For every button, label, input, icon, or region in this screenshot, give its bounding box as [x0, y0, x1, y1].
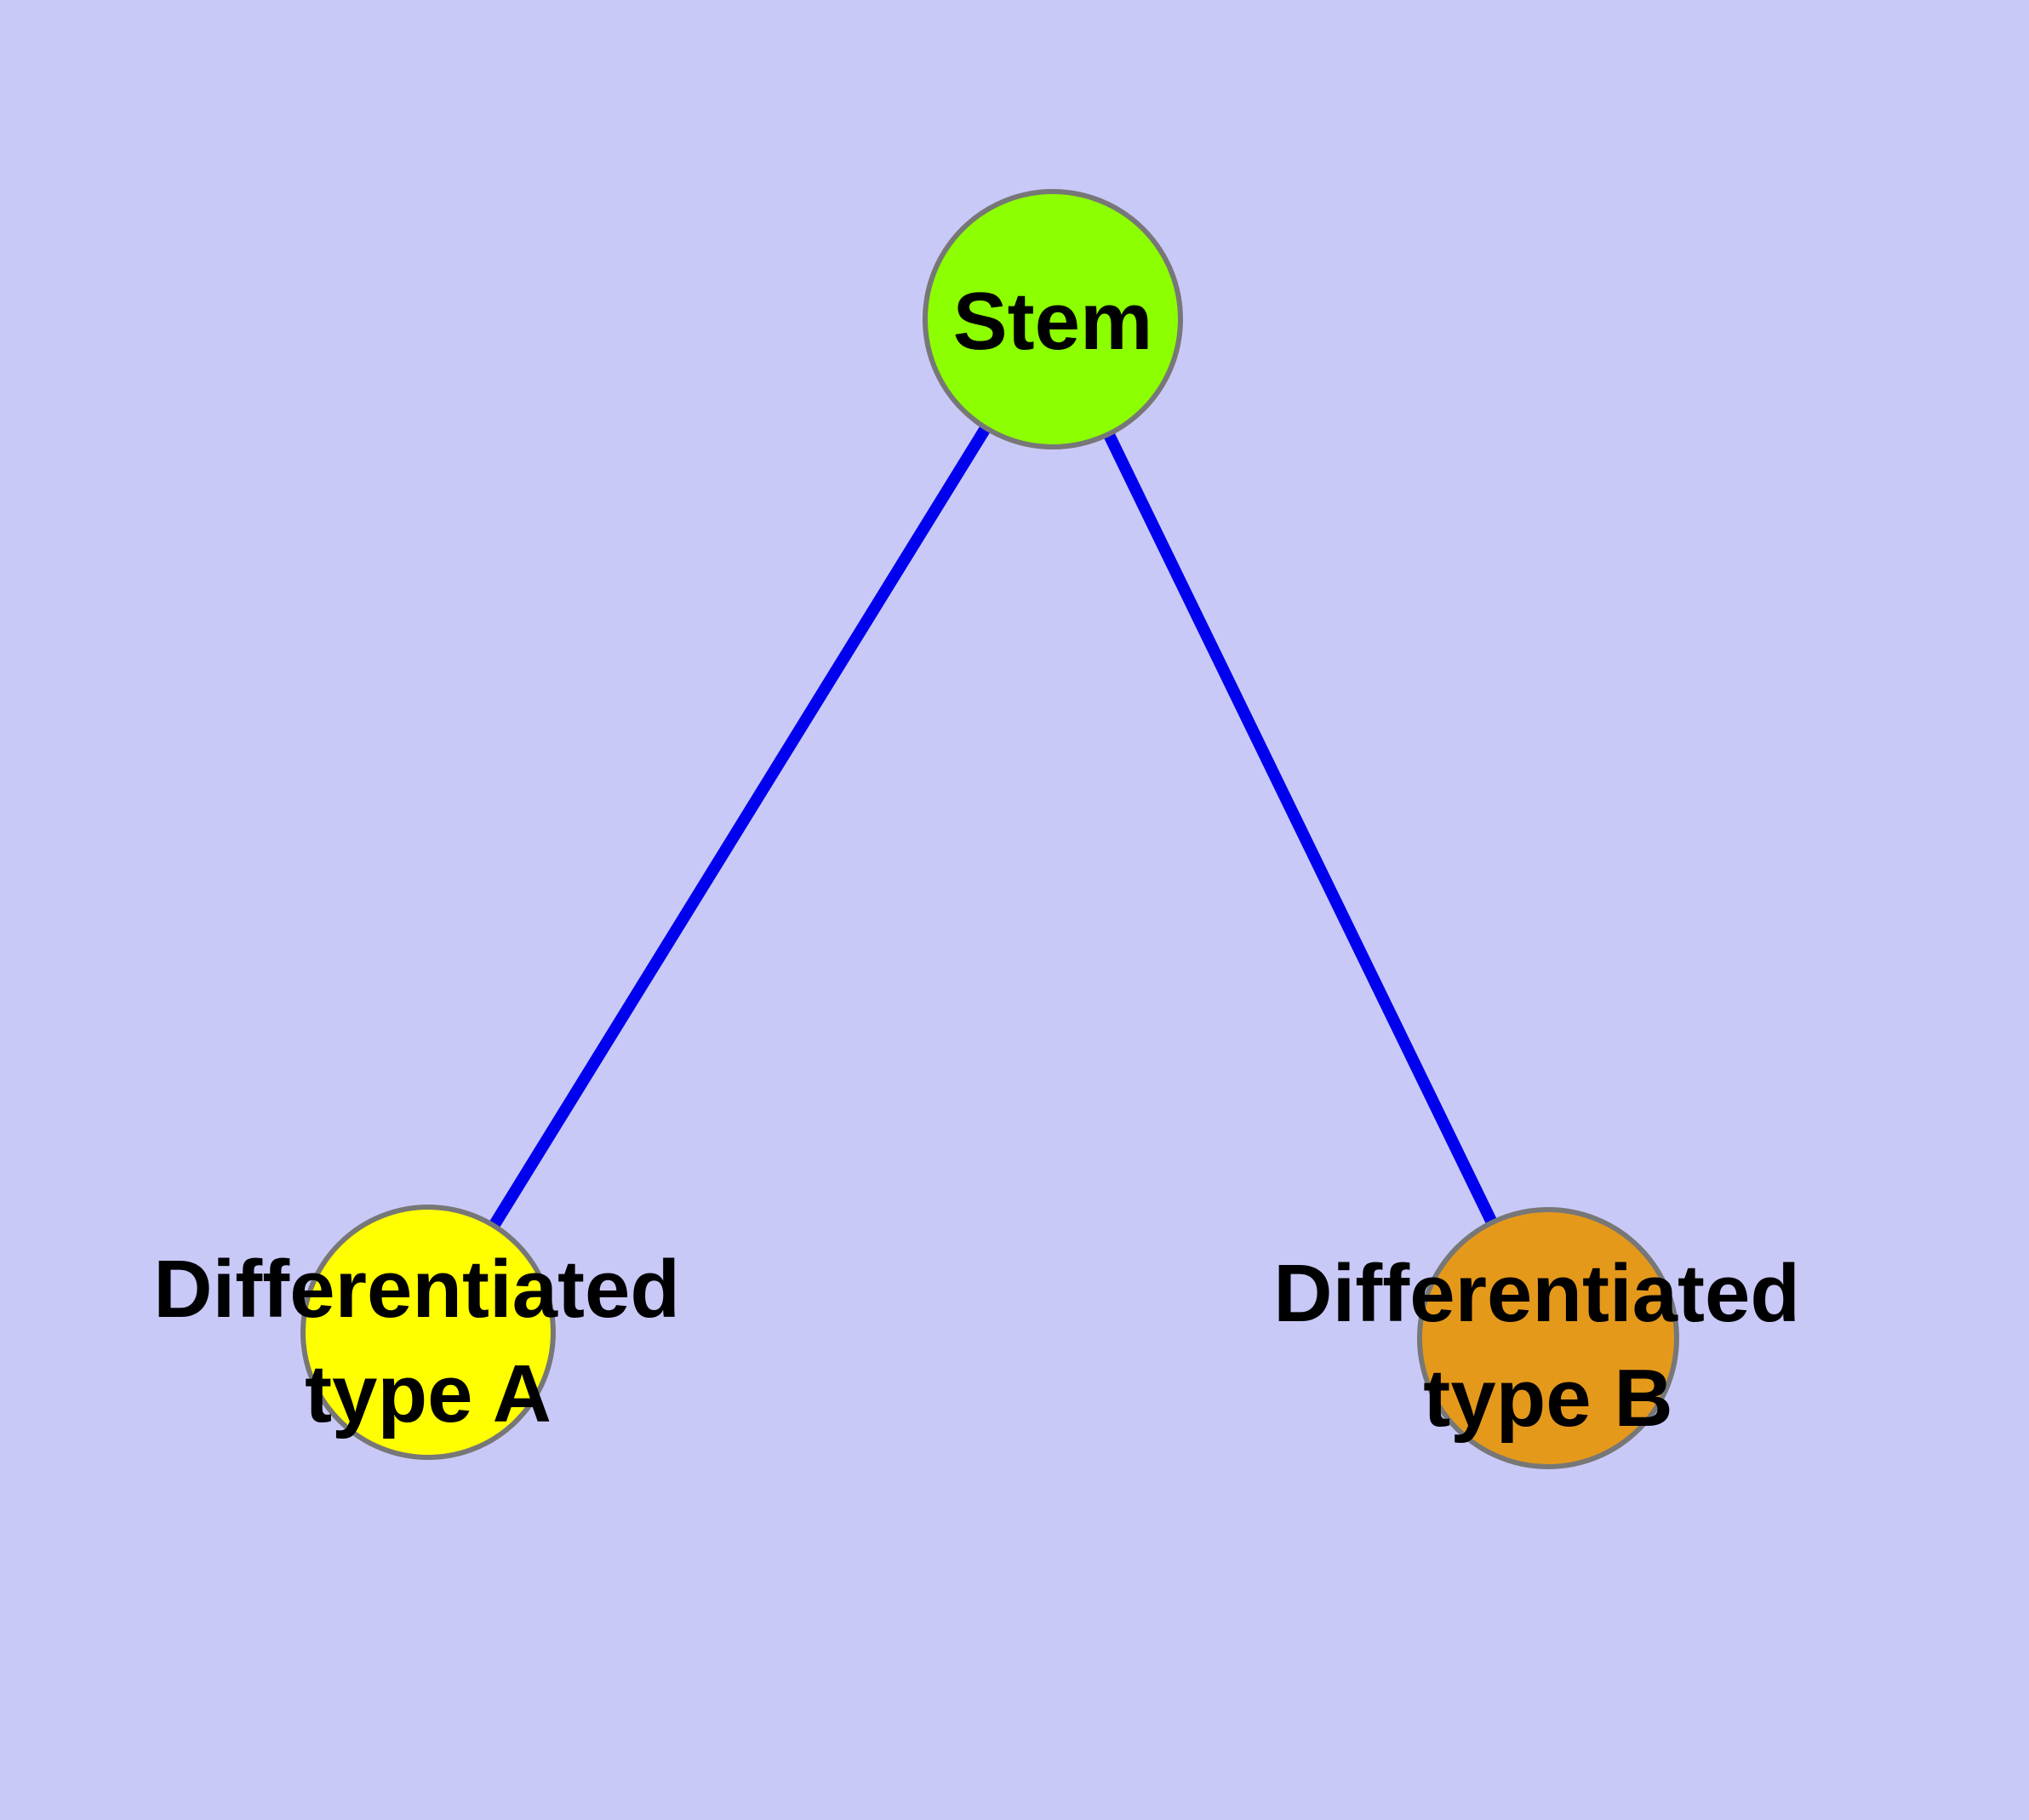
node-differentiated-type-a-label: Differentiated type A: [153, 1244, 702, 1439]
edge-stem-to-type-b: [1047, 316, 1554, 1342]
node-differentiated-type-a: Differentiated type A: [153, 1205, 702, 1460]
node-differentiated-type-b-label-line1: Differentiated: [1273, 1248, 1800, 1339]
node-differentiated-type-a-label-line1: Differentiated: [153, 1244, 680, 1335]
node-stem: Stem: [923, 189, 1183, 449]
node-stem-circle: [923, 189, 1183, 449]
node-stem-label: Stem: [953, 276, 1153, 367]
edge-stem-to-type-a: [423, 316, 1058, 1336]
node-differentiated-type-b-label: Differentiated type B: [1273, 1248, 1822, 1444]
node-differentiated-type-b-label-line2: type B: [1423, 1353, 1672, 1444]
node-differentiated-type-b-circle: [1417, 1207, 1679, 1469]
node-differentiated-type-b: Differentiated type B: [1273, 1207, 1822, 1469]
node-differentiated-type-a-label-line2: type A: [305, 1348, 552, 1439]
node-differentiated-type-a-circle: [300, 1205, 556, 1460]
